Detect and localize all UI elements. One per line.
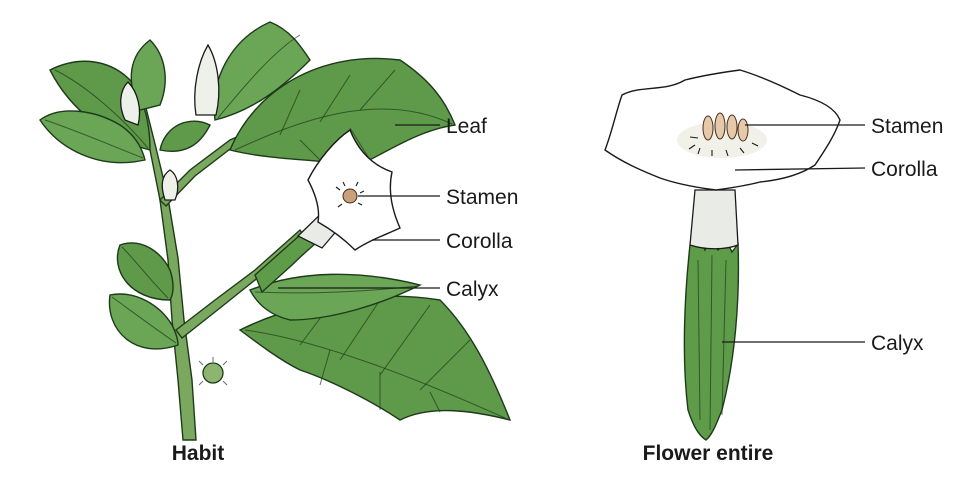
flower-corolla-tube [689, 189, 739, 250]
habit-label-calyx: Calyx [446, 278, 499, 301]
flower-stamen [688, 112, 759, 157]
small-leaf-cluster [159, 120, 211, 152]
habit-caption: Habit [172, 442, 225, 465]
flower-caption: Flower entire [643, 442, 774, 465]
flower-label-corolla: Corolla [871, 158, 938, 181]
habit-illustration: Leaf Stamen Corolla Calyx Habit [39, 21, 518, 465]
fruit [202, 362, 224, 384]
habit-label-leaf: Leaf [446, 115, 487, 138]
habit-stamen [335, 181, 365, 208]
small-top-leaf [130, 39, 166, 111]
bud-center [161, 169, 179, 201]
bud-top [194, 43, 220, 116]
habit-label-corolla: Corolla [446, 230, 513, 253]
habit-label-stamen: Stamen [446, 186, 518, 209]
top-leaf [213, 21, 311, 121]
flower-illustration: Stamen Corolla Calyx Flower entire [604, 69, 943, 465]
left-mid-leaf [39, 110, 146, 164]
mid-leaf [249, 273, 423, 321]
flower-label-calyx: Calyx [871, 332, 924, 355]
bud-left [120, 81, 141, 126]
flower-label-stamen: Stamen [871, 115, 943, 138]
